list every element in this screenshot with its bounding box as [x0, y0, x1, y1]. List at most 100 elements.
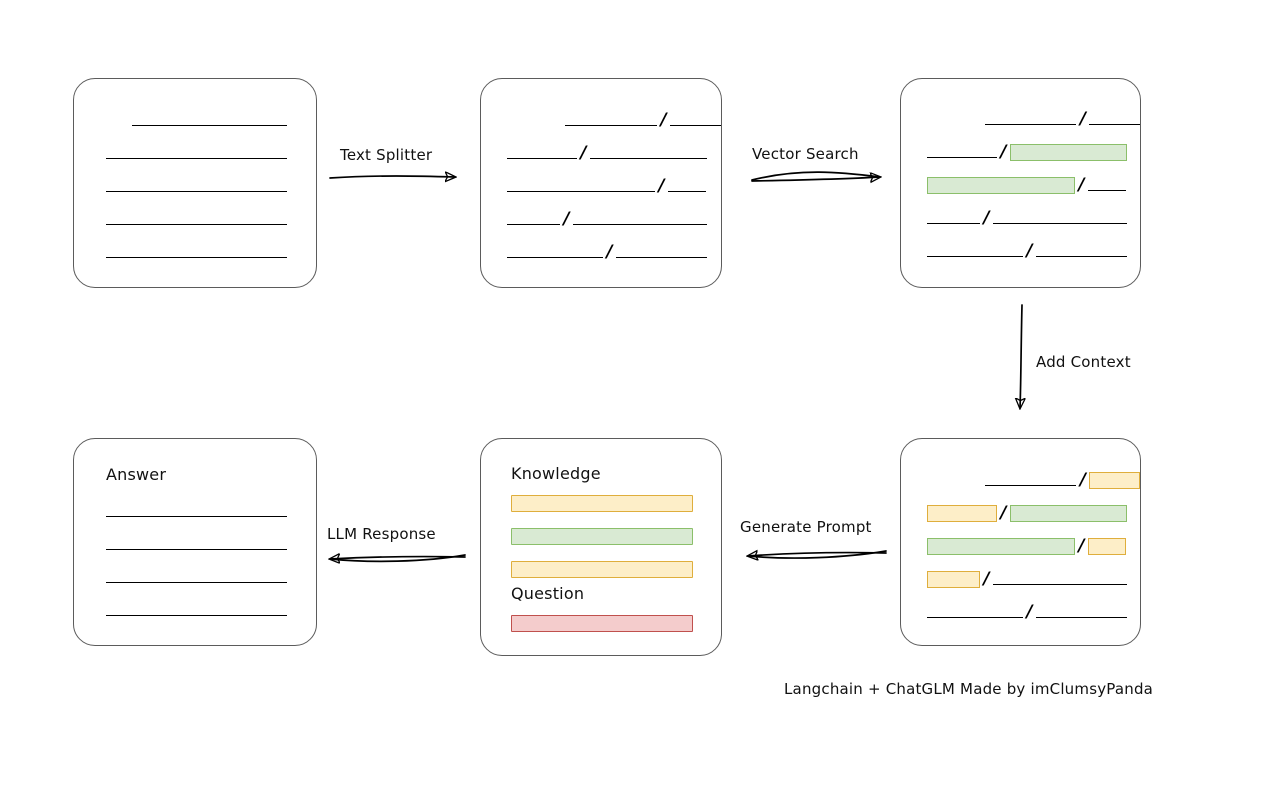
matched-document-box[interactable]: / / / / /: [900, 78, 1141, 288]
knowledge-bar-1: [511, 495, 693, 512]
generate-prompt-label: Generate Prompt: [740, 518, 872, 536]
text-line-segment: [927, 211, 980, 225]
document-line: /: [901, 142, 1140, 162]
text-line-segment: [1088, 178, 1126, 192]
answer-title: Answer: [106, 465, 167, 484]
document-line: /: [901, 536, 1140, 556]
chunk-separator-slash: /: [983, 569, 990, 589]
document-line: /: [481, 143, 721, 163]
add-context-arrow: [1020, 304, 1022, 408]
question-label: Question: [511, 584, 585, 603]
text-line-segment: [507, 179, 655, 193]
knowledge-label: Knowledge: [511, 464, 601, 483]
matched-chunk-green: [927, 176, 1075, 194]
llm-response-arrow: [330, 555, 466, 561]
footer-credit: Langchain + ChatGLM Made by imClumsyPand…: [784, 680, 1154, 698]
text-line-segment: [106, 179, 287, 193]
context-document-box[interactable]: / / / / /: [900, 438, 1141, 646]
matched-chunk-green: [1010, 143, 1127, 161]
document-line: [74, 146, 316, 160]
chunk-separator-slash: /: [1026, 241, 1033, 261]
document-line: [74, 537, 316, 551]
text-line-segment: [985, 473, 1077, 487]
prompt-box[interactable]: Knowledge Question: [480, 438, 722, 656]
add-context-label: Add Context: [1036, 353, 1131, 371]
document-line: /: [901, 175, 1140, 195]
chunk-separator-slash: /: [1000, 503, 1007, 523]
text-line-segment: [106, 245, 287, 259]
knowledge-bar-3: [511, 561, 693, 578]
chunk-separator-slash: /: [1000, 142, 1007, 162]
document-line: /: [901, 503, 1140, 523]
text-line-segment: [507, 212, 560, 226]
chunk-separator-slash: /: [1079, 470, 1087, 490]
document-line: [74, 179, 316, 193]
chunk-separator-slash: /: [1078, 175, 1085, 195]
context-chunk-yellow: [1088, 537, 1126, 555]
chunk-separator-slash: /: [660, 110, 667, 130]
knowledge-bar-2: [511, 528, 693, 545]
document-line: /: [901, 241, 1140, 261]
text-line-segment: [573, 212, 707, 226]
document-line: /: [901, 109, 1140, 129]
context-chunk-yellow: [1089, 471, 1140, 489]
chunk-separator-slash: /: [606, 242, 613, 262]
document-line: /: [481, 110, 721, 130]
document-line: /: [901, 569, 1140, 589]
context-chunk-yellow: [927, 570, 980, 588]
vector-search-label: Vector Search: [752, 145, 859, 163]
chunk-separator-slash: /: [658, 176, 665, 196]
document-line: [74, 603, 316, 617]
vector-search-arrow: [751, 171, 880, 181]
document-line: /: [901, 470, 1140, 490]
document-line: [74, 570, 316, 584]
chunk-separator-slash: /: [983, 208, 990, 228]
matched-chunk-green: [1010, 504, 1127, 522]
document-line: [74, 504, 316, 518]
document-line: /: [481, 211, 721, 228]
document-line: /: [481, 242, 721, 262]
chunk-separator-slash: /: [1078, 536, 1085, 556]
document-line: [74, 212, 316, 226]
text-line-segment: [1089, 112, 1140, 126]
text-line-segment: [927, 145, 997, 159]
context-chunk-yellow: [927, 504, 997, 522]
text-line-segment: [927, 244, 1023, 258]
chunk-separator-slash: /: [580, 143, 587, 163]
text-line-segment: [927, 605, 1023, 619]
text-line-segment: [670, 113, 721, 127]
text-line-segment: [1036, 244, 1127, 258]
text-line-segment: [507, 146, 577, 160]
matched-chunk-green: [927, 537, 1075, 555]
chunk-separator-slash: /: [1079, 109, 1087, 129]
text-line-segment: [993, 211, 1127, 225]
text-line-segment: [106, 570, 287, 584]
document-line: /: [901, 602, 1140, 622]
document-line: [74, 245, 316, 259]
text-line-segment: [565, 113, 658, 127]
text-line-segment: [985, 112, 1077, 126]
text-line-segment: [106, 504, 287, 518]
source-document-box[interactable]: [73, 78, 317, 288]
text-line-segment: [590, 146, 707, 160]
generate-prompt-arrow: [748, 551, 887, 558]
document-line: [74, 113, 316, 127]
text-line-segment: [132, 113, 287, 127]
text-line-segment: [106, 212, 287, 226]
question-bar-1: [511, 615, 693, 632]
text-splitter-arrow: [329, 176, 455, 178]
split-document-box[interactable]: / / / / /: [480, 78, 722, 288]
text-line-segment: [993, 572, 1127, 586]
text-line-segment: [668, 179, 706, 193]
text-line-segment: [616, 245, 707, 259]
text-line-segment: [106, 603, 287, 617]
document-line: /: [481, 176, 721, 196]
text-line-segment: [1036, 605, 1127, 619]
chunk-separator-slash: /: [1026, 602, 1033, 622]
document-line: /: [901, 208, 1140, 228]
llm-response-label: LLM Response: [327, 525, 436, 543]
text-line-segment: [106, 146, 287, 160]
answer-box[interactable]: Answer: [73, 438, 317, 646]
text-splitter-label: Text Splitter: [340, 146, 433, 164]
